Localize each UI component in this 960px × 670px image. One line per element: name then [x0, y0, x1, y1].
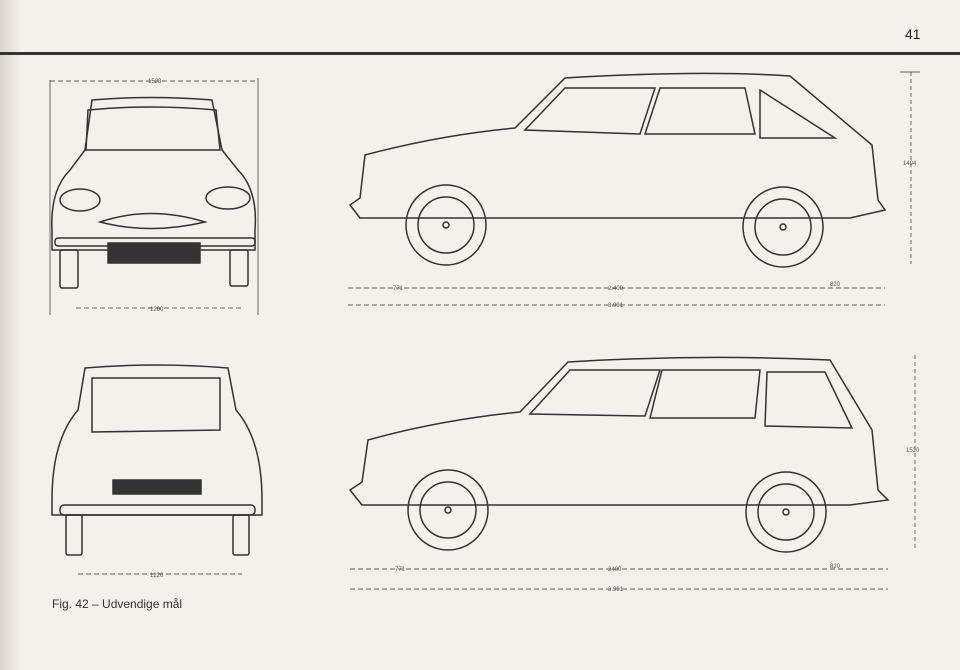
saloon-wheelbase-label: 2.400 [608, 286, 624, 292]
estate-rear-overhang-label: 820 [830, 564, 841, 570]
page-number: 41 [905, 26, 921, 42]
estate-side-view: 1520 771 2400 820 3.991 [348, 355, 920, 593]
rear-track-label: 1220 [150, 573, 164, 579]
figure-caption: Fig. 42 – Udvendige mål [52, 597, 183, 611]
page-gutter [0, 0, 22, 670]
front-track-label: 1260 [150, 307, 164, 313]
estate-height-label: 1520 [906, 448, 920, 454]
saloon-height-label: 1494 [903, 161, 917, 167]
rear-view: 1220 [51, 364, 263, 579]
front-width-label: 1523 [148, 79, 162, 85]
header-rule [0, 52, 960, 55]
saloon-side-view: 1494 771 2.400 820 3.991 [348, 71, 920, 309]
saloon-front-overhang-label: 771 [393, 286, 404, 292]
estate-wheelbase-label: 2400 [608, 567, 622, 573]
estate-length-label: 3.991 [608, 587, 624, 593]
saloon-length-label: 3.991 [608, 303, 624, 309]
estate-front-overhang-label: 771 [395, 567, 406, 573]
front-view: 1523 1260 [49, 78, 259, 315]
saloon-rear-overhang-label: 820 [830, 282, 841, 288]
